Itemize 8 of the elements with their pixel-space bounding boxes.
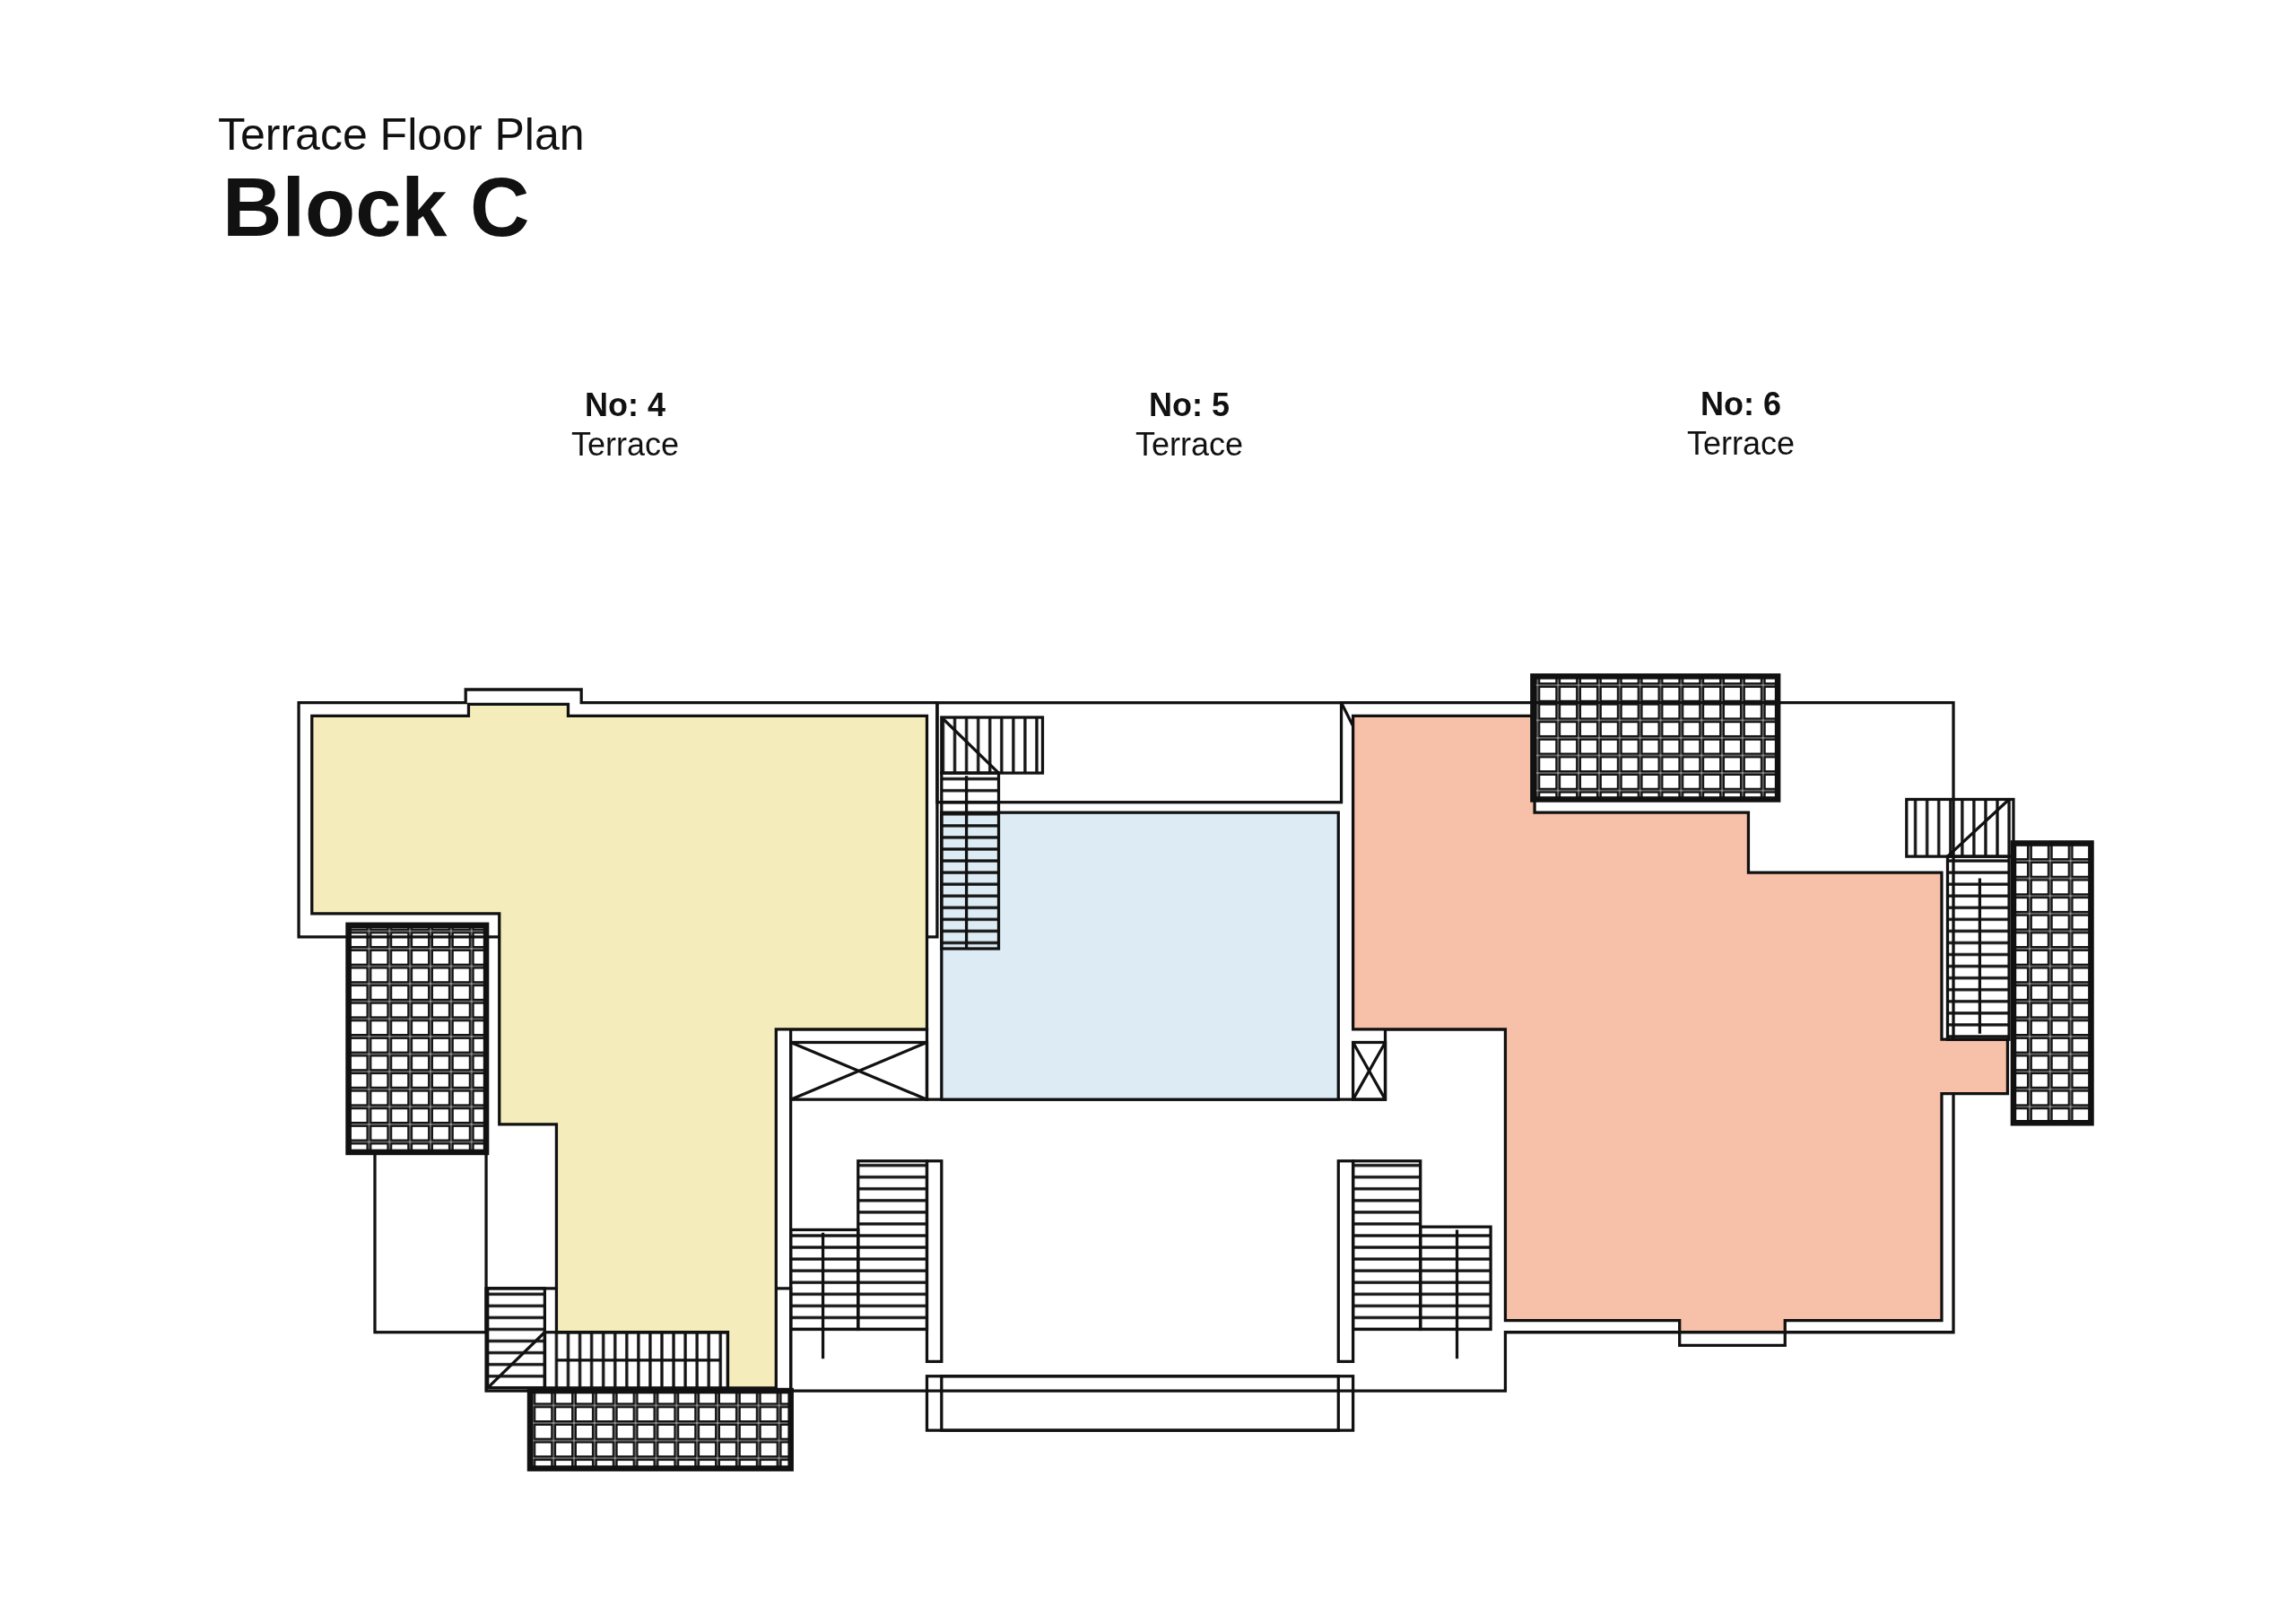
plan-title: Terrace Floor Plan xyxy=(218,112,585,157)
unit-number: No: 4 xyxy=(584,389,666,421)
unit-number: No: 6 xyxy=(1700,388,1782,421)
block-heading: Block C xyxy=(222,166,530,248)
room-label: Terrace xyxy=(1134,429,1244,461)
room-label: Terrace xyxy=(570,429,680,461)
unit-number: No: 5 xyxy=(1148,389,1231,421)
room-label: Terrace xyxy=(1685,428,1796,460)
